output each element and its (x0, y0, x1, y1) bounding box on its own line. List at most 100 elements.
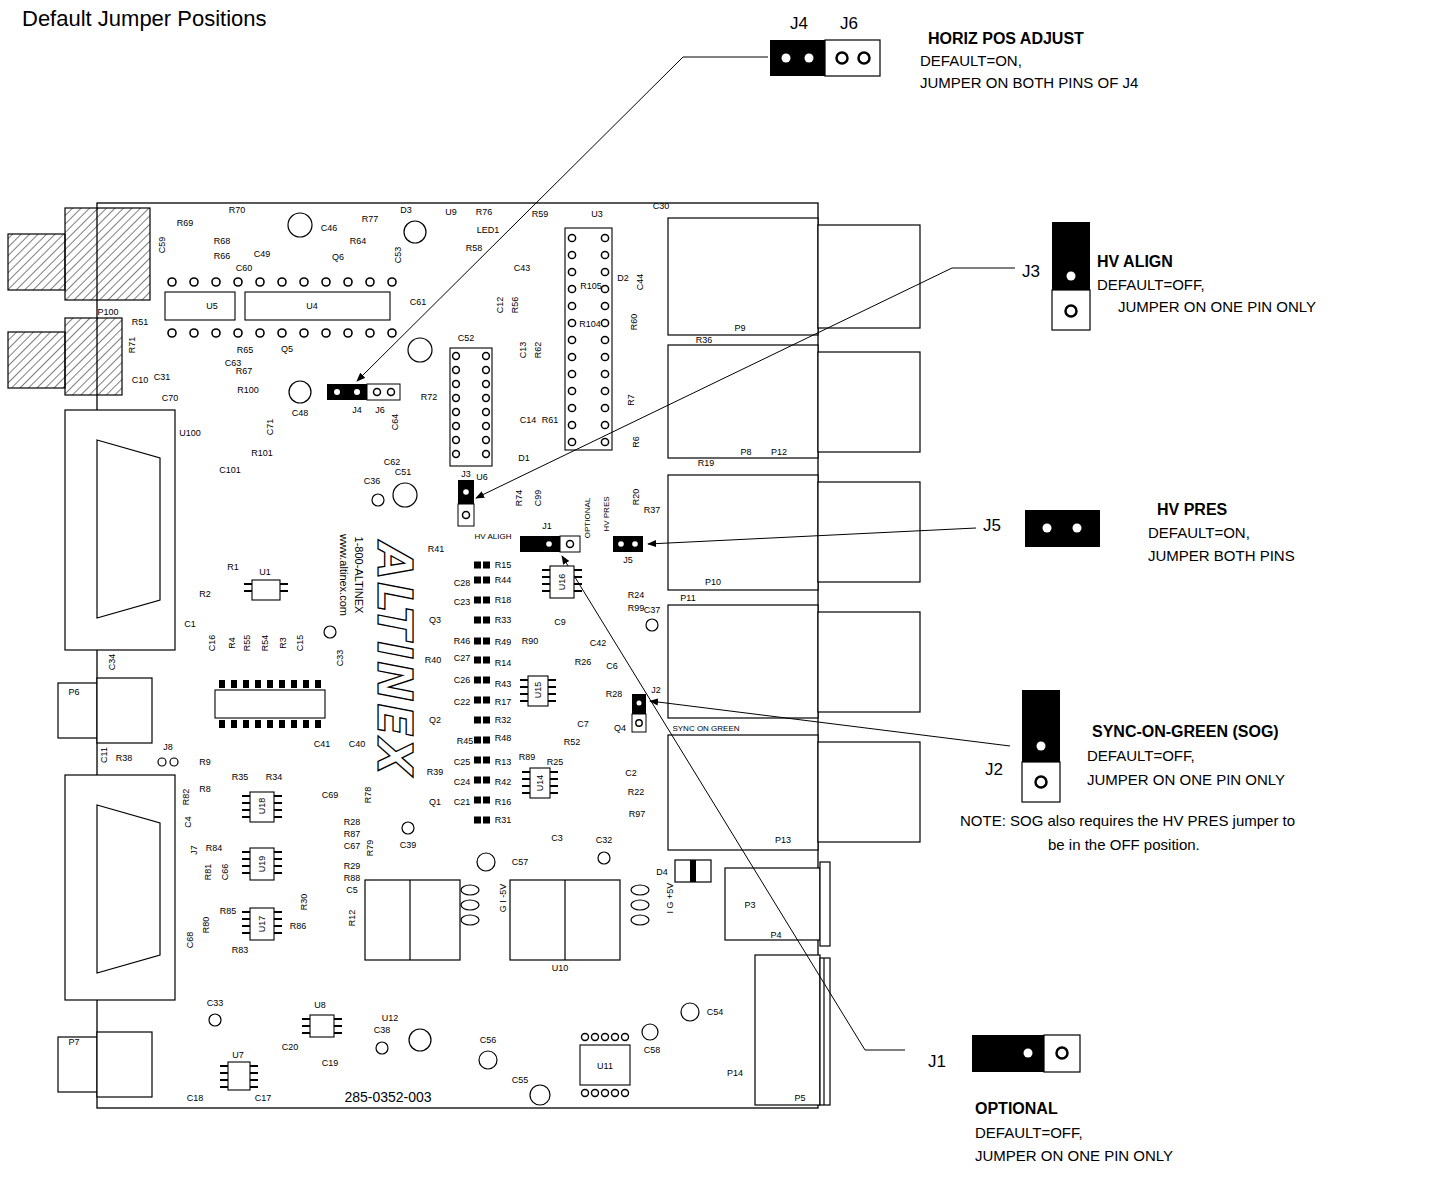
ic-pin (243, 720, 249, 728)
silkscreen-label: OPTIONAL (584, 498, 592, 538)
silkscreen-label: P4 (770, 931, 781, 940)
silkscreen-label: R90 (522, 637, 539, 646)
silkscreen-label: R34 (266, 773, 283, 782)
silkscreen-label: LED1 (477, 226, 500, 235)
voltage-regulator (409, 880, 410, 960)
silkscreen-label: C64 (391, 414, 400, 431)
smd-pad (474, 657, 481, 664)
note-text: NOTE: SOG also requires the HV PRES jump… (960, 809, 1305, 857)
voltage-regulator (631, 885, 649, 895)
jumper-callout (972, 1035, 1044, 1072)
soic-body (250, 792, 274, 822)
silkscreen-label: R59 (532, 210, 549, 219)
silkscreen-label: R64 (350, 237, 367, 246)
jumper-callout (1052, 290, 1090, 330)
silkscreen-label: R14 (495, 659, 512, 668)
rca-jack (818, 742, 920, 842)
ic-pin (568, 302, 575, 309)
silkscreen-label: P8 (740, 448, 751, 457)
soic-body (252, 580, 280, 600)
electrolytic-capacitor (402, 822, 414, 834)
silkscreen-label: R87 (344, 830, 361, 839)
ic-pin (568, 421, 575, 428)
ic-pin (315, 720, 321, 728)
silkscreen-label: R36 (696, 336, 713, 345)
soic-leg (242, 851, 250, 853)
ic-pin (300, 278, 308, 286)
soic-leg (242, 809, 250, 811)
electrolytic-capacitor (530, 1085, 550, 1105)
silkscreen-label: C20 (282, 1043, 299, 1052)
smd-pad (483, 562, 490, 569)
soic-body (250, 908, 274, 940)
soic-leg (280, 590, 288, 592)
ic-pin (291, 720, 297, 728)
silkscreen-label: C71 (266, 419, 275, 436)
smd-pad (474, 617, 481, 624)
ic-pin (453, 409, 460, 416)
silkscreen-label: R4 (228, 637, 237, 649)
ic-pin (592, 1090, 599, 1097)
soic-body (310, 1015, 334, 1037)
ic-pin (255, 680, 261, 688)
board-jumper (567, 541, 574, 548)
ic-pin (568, 336, 575, 343)
soic-leg (334, 1032, 342, 1034)
rca-jack (668, 345, 818, 458)
soic-leg (548, 679, 556, 681)
soic-leg (244, 590, 252, 592)
rca-jack (818, 612, 920, 712)
soic-body (250, 848, 274, 880)
silkscreen-label: C39 (400, 841, 417, 850)
silkscreen-label: C28 (454, 579, 471, 588)
silkscreen-label: U4 (306, 302, 318, 311)
ic-pin (601, 370, 608, 377)
silkscreen-label: C14 (520, 416, 537, 425)
board-jumper (546, 541, 552, 547)
voltage-regulator (631, 915, 649, 925)
soic-body (528, 676, 548, 706)
silkscreen-label: J3 (461, 470, 471, 479)
ic-pin (234, 278, 242, 286)
audio-jack-hatched (65, 318, 122, 395)
jumper-callout (1037, 742, 1046, 751)
smd-pad (474, 697, 481, 704)
electrolytic-capacitor (376, 1042, 388, 1054)
silkscreen-label: R60 (630, 314, 639, 331)
soic-leg (242, 816, 250, 818)
ic-pin (568, 353, 575, 360)
callout-text: J4 (790, 14, 808, 34)
silkscreen-label: SYNC ON GREEN (672, 725, 739, 733)
soic-leg (550, 778, 558, 780)
silkscreen-label: U6 (476, 473, 488, 482)
leader-line (648, 528, 976, 544)
soic-leg (274, 802, 282, 804)
silkscreen-label: C12 (496, 297, 505, 314)
ic-pin (243, 680, 249, 688)
leader-line (650, 701, 1010, 746)
silkscreen-label: R82 (182, 789, 191, 806)
silkscreen-label: R58 (466, 244, 483, 253)
callout-text: DEFAULT=OFF, (1097, 276, 1205, 293)
smd-pad (474, 577, 481, 584)
soic-leg (220, 1086, 228, 1088)
silkscreen-label: C7 (577, 720, 589, 729)
silkscreen-label: Q6 (332, 253, 344, 262)
silkscreen-label: C30 (653, 202, 670, 211)
board-jumper (367, 384, 400, 400)
ic-outline (165, 292, 235, 320)
mini-jack (58, 1037, 97, 1092)
voltage-regulator (631, 900, 649, 910)
silkscreen-label: C67 (344, 842, 361, 851)
silkscreen-label: C70 (162, 394, 179, 403)
silkscreen-label: C61 (410, 298, 427, 307)
silkscreen-label: C48 (292, 409, 309, 418)
silkscreen-label: R45 (457, 737, 474, 746)
ic-pin (344, 329, 352, 337)
silkscreen-label: R85 (220, 907, 237, 916)
silkscreen-label: R25 (547, 758, 564, 767)
silkscreen-label: R81 (204, 864, 213, 881)
ic-pin (315, 680, 321, 688)
board-jumper (458, 480, 474, 504)
silkscreen-label: R76 (476, 208, 493, 217)
